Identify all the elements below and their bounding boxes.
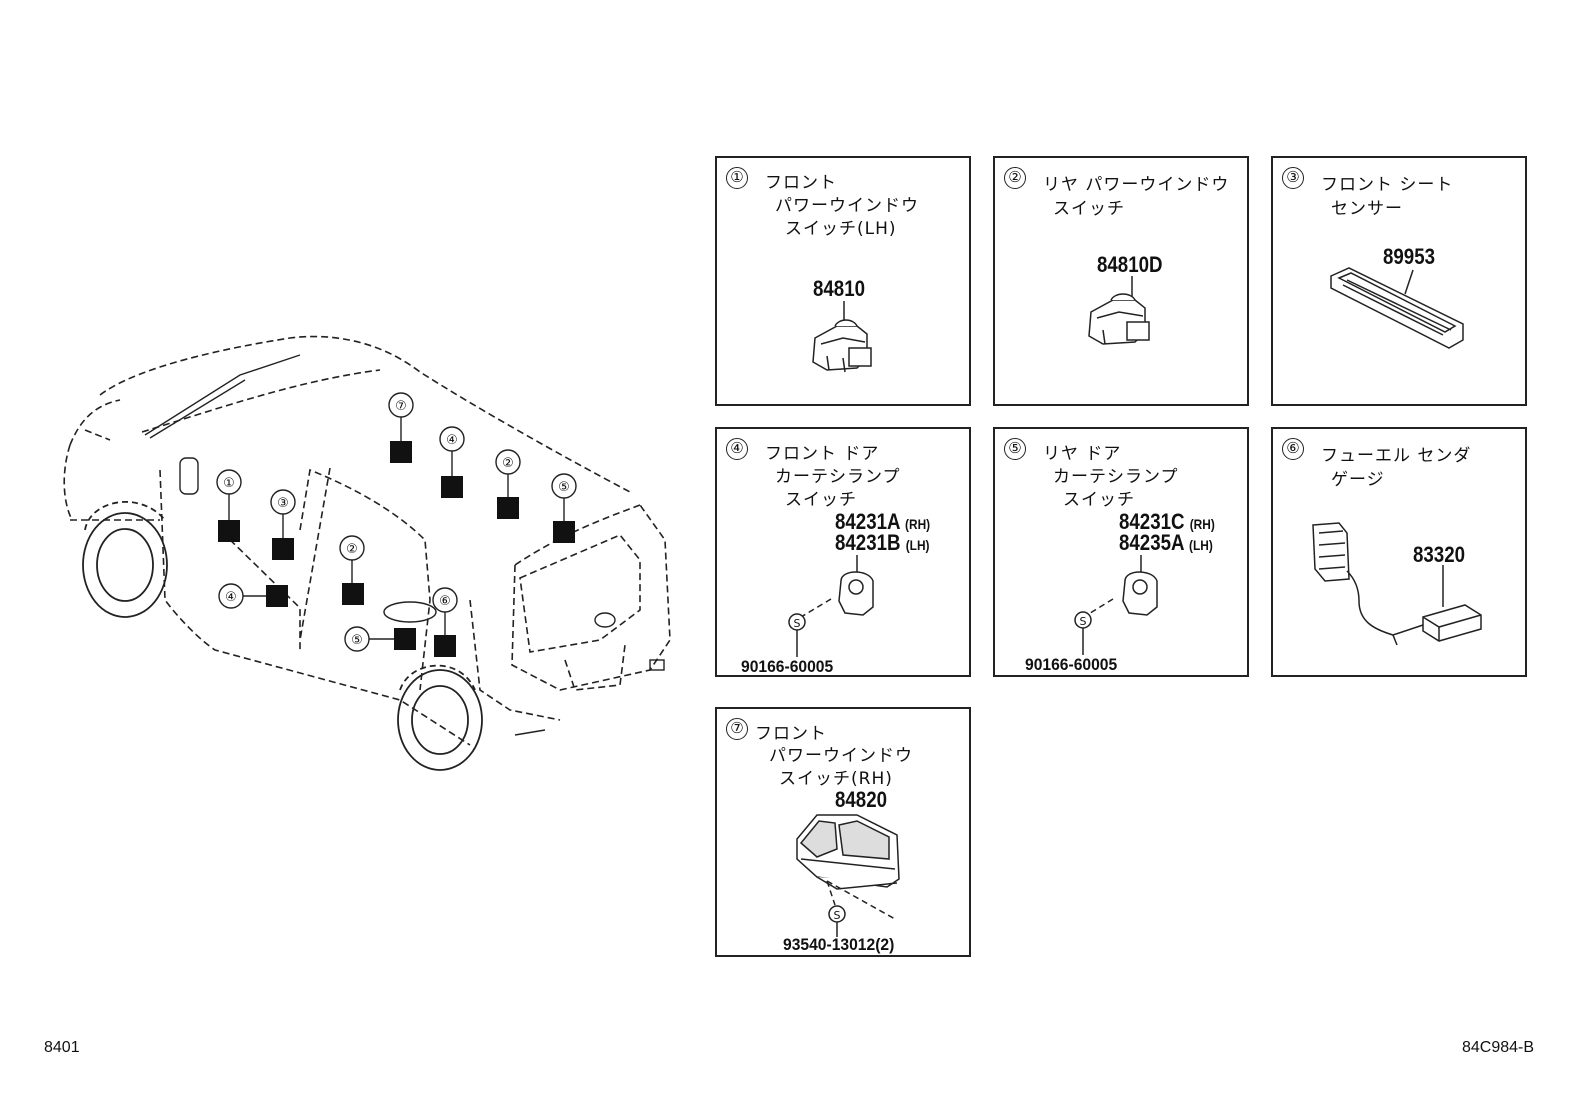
switch-part-illustration (812, 301, 872, 373)
panel-title-line: スイッチ (785, 490, 857, 510)
panel-front-door-courtesy-lamp-switch: ④ フロント ドア カーテシランプ スイッチ 84231A (RH) 84231… (715, 427, 971, 677)
callout-label: ⑦ (395, 399, 407, 414)
callout-circles (216, 392, 577, 652)
callout-label: ⑤ (558, 480, 570, 495)
fastener-part-number: 90166-60005 (1025, 655, 1118, 674)
panel-front-power-window-switch-rh: ⑦ フロント パワーウインドウ スイッチ(RH) 84820 S 93540-1… (715, 707, 971, 957)
side-suffix: (RH) (1189, 516, 1215, 532)
panel-title-line: センサー (1331, 199, 1403, 219)
part-number-rh: 84231C (RH) (1119, 509, 1215, 535)
part-number: 84235A (1119, 530, 1184, 555)
seat-sensor-illustration (1330, 267, 1464, 349)
side-suffix: (RH) (905, 516, 931, 532)
panel-rear-door-courtesy-lamp-switch: ⑤ リヤ ドア カーテシランプ スイッチ 84231C (RH) 84235A … (993, 427, 1249, 677)
location-markers (218, 441, 575, 657)
side-suffix: (LH) (1189, 537, 1213, 553)
marker-2-rear (342, 583, 364, 605)
diagram-code: 8401 (44, 1039, 80, 1056)
marker-4-front (266, 585, 288, 607)
callout-label: ③ (277, 496, 289, 511)
panel-number: ② (1004, 167, 1026, 189)
panel-front-power-window-switch-lh: ① フロント パワーウインドウ スイッチ(LH) 84810 (715, 156, 971, 406)
panel-title-line: フロント ドア (765, 444, 880, 464)
marker-4-roof (441, 476, 463, 498)
part-number-lh: 84235A (LH) (1119, 530, 1213, 556)
part-number: 84231B (835, 530, 901, 555)
panel-title-line: フロント (755, 724, 827, 744)
panel-number: ④ (726, 438, 748, 460)
callout-label: ④ (446, 433, 458, 448)
panel-title-line: カーテシランプ (1053, 467, 1179, 487)
courtesy-switch-illustration: S (788, 555, 874, 657)
callout-label: ② (346, 542, 358, 557)
panel-title-line: スイッチ(LH) (785, 219, 897, 239)
marker-6 (434, 635, 456, 657)
panel-title-line: リヤ ドア (1043, 444, 1122, 464)
callout-leaders (228, 417, 565, 640)
panel-title-line: フューエル センダ (1321, 446, 1472, 466)
switch-part-illustration (1088, 276, 1150, 345)
courtesy-switch-illustration: S (1074, 555, 1158, 655)
panel-title-line: カーテシランプ (775, 467, 901, 487)
callout-label: ⑥ (439, 594, 451, 609)
fastener-part-number: 93540-13012(2) (783, 935, 895, 954)
panel-number: ⑦ (726, 718, 748, 740)
panel-number: ⑤ (1004, 438, 1026, 460)
fastener-symbol: S (794, 617, 801, 630)
marker-5-roof (553, 521, 575, 543)
marker-2-roof (497, 497, 519, 519)
part-number: 84231A (835, 509, 900, 534)
part-number: 84810D (1097, 252, 1163, 277)
panel-title-line: パワーウインドウ (775, 196, 919, 216)
panel-title-line: フロント シート (1321, 175, 1454, 195)
car-outline (63, 335, 671, 746)
part-number: 84810 (813, 276, 866, 301)
callout-label: ⑤ (351, 633, 363, 648)
panel-title-line: スイッチ (1063, 490, 1135, 510)
marker-1 (218, 520, 240, 542)
panel-title-line: スイッチ(RH) (779, 769, 893, 789)
panel-number: ③ (1282, 167, 1304, 189)
part-number: 84231C (1119, 509, 1185, 534)
callout-label: ① (223, 476, 235, 491)
car-details (144, 354, 665, 736)
part-number: 89953 (1383, 244, 1436, 269)
panel-title-line: リヤ パワーウインドウ (1043, 175, 1230, 195)
fuel-sender-illustration (1312, 522, 1482, 646)
marker-5-rear (394, 628, 416, 650)
panel-front-seat-sensor: ③ フロント シート センサー 89953 (1271, 156, 1527, 406)
panel-fuel-sender-gauge: ⑥ フューエル センダ ゲージ 83320 (1271, 427, 1527, 677)
marker-7 (390, 441, 412, 463)
part-number-rh: 84231A (RH) (835, 509, 930, 535)
fastener-part-number: 90166-60005 (741, 657, 834, 676)
panel-title-line: スイッチ (1053, 199, 1125, 219)
panel-title-line: フロント (765, 173, 837, 193)
fastener-symbol: S (1080, 615, 1087, 628)
side-suffix: (LH) (905, 537, 930, 553)
car-location-diagram: ① ③ ④ ② ⑤ ⑥ ⑦ ④ ② ⑤ (63, 335, 671, 771)
master-switch-illustration: S (796, 814, 900, 937)
panel-rear-power-window-switch: ② リヤ パワーウインドウ スイッチ 84810D (993, 156, 1249, 406)
part-number: 83320 (1413, 542, 1466, 567)
car-wheels (82, 501, 483, 771)
marker-3 (272, 538, 294, 560)
callout-label: ② (502, 456, 514, 471)
part-number-lh: 84231B (LH) (835, 530, 930, 556)
part-number: 84820 (835, 787, 888, 812)
figure-id: 84C984-B (1462, 1039, 1535, 1056)
panel-number: ⑥ (1282, 438, 1304, 460)
panel-title-line: ゲージ (1331, 470, 1385, 490)
fastener-symbol: S (834, 909, 841, 922)
panel-number: ① (726, 167, 748, 189)
callout-label: ④ (225, 590, 237, 605)
panel-title-line: パワーウインドウ (769, 746, 913, 766)
